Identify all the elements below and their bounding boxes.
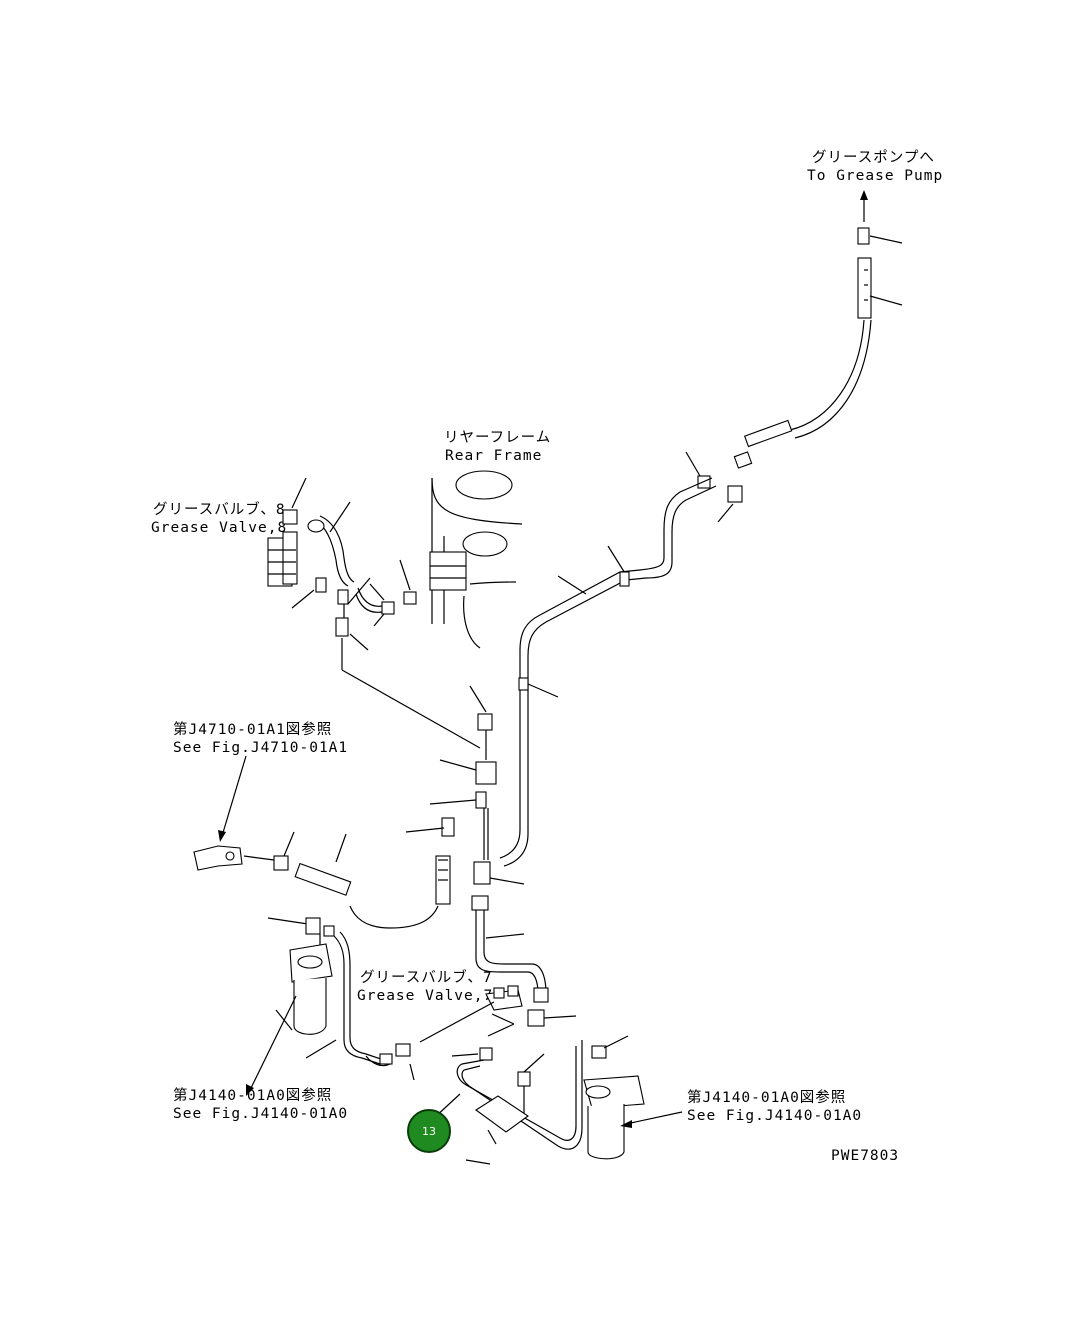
- label-rear-frame-jp: リヤーフレーム: [444, 430, 551, 446]
- label-see-j4140-right-jp: 第J4140-01A0図参照: [687, 1088, 846, 1106]
- bracket-j4710: [193, 755, 352, 896]
- label-see-j4140-right-en: See Fig.J4140-01A0: [687, 1108, 862, 1124]
- callout-circle[interactable]: [407, 1109, 451, 1153]
- label-grease-valve-8-jp: グリースバルブ、8: [153, 500, 286, 518]
- callout-marker-13[interactable]: 13: [407, 1093, 461, 1153]
- pump-connection: [789, 190, 903, 439]
- label-see-j4140-left-jp: 第J4140-01A0図参照: [173, 1086, 332, 1104]
- callout-number: 13: [422, 1125, 436, 1138]
- label-grease-valve-7-jp: グリースバルブ、7: [360, 968, 493, 986]
- left-cylinder: [246, 917, 415, 1096]
- label-see-j4140-left-en: See Fig.J4140-01A0: [173, 1106, 348, 1122]
- label-see-j4710-en: See Fig.J4710-01A1: [173, 740, 348, 756]
- label-to-grease-pump-en: To Grease Pump: [807, 168, 943, 184]
- grease-valve-8: [267, 477, 481, 749]
- label-drawing-code: PWE7803: [831, 1148, 899, 1164]
- label-to-grease-pump-jp: グリースポンプへ: [812, 149, 935, 166]
- grease-valve-7: [419, 895, 629, 1165]
- rear-frame: [429, 470, 523, 649]
- label-see-j4710-jp: 第J4710-01A1図参照: [173, 720, 332, 738]
- main-grease-line: [499, 419, 793, 867]
- label-rear-frame-en: Rear Frame: [445, 448, 542, 464]
- label-grease-valve-8-en: Grease Valve,8: [151, 520, 287, 536]
- label-grease-valve-7-en: Grease Valve,7: [357, 988, 493, 1004]
- center-fittings: [349, 685, 525, 929]
- right-cylinder: [583, 1075, 683, 1160]
